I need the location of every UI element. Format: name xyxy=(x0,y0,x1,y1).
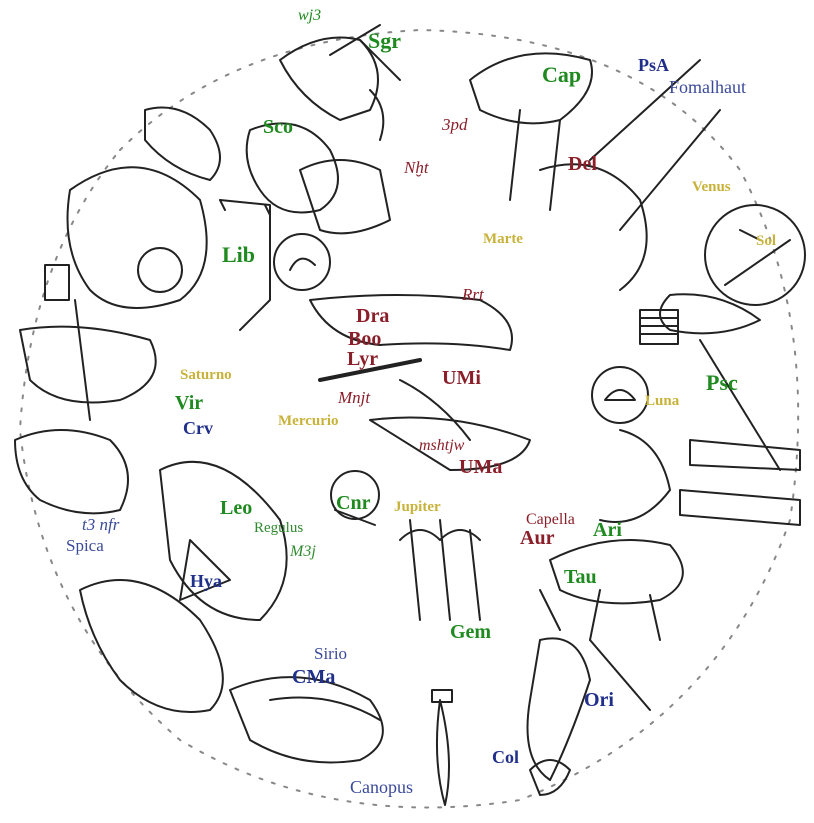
label-crv: Crv xyxy=(183,419,213,437)
label-t3nfr: t3 nfr xyxy=(82,516,119,533)
label-lyr: Lyr xyxy=(347,349,378,369)
label-marte: Marte xyxy=(483,232,523,247)
label-ari: Ari xyxy=(593,520,622,540)
label-cma: CMa xyxy=(292,667,335,687)
sun-circle xyxy=(705,205,805,305)
label-tau: Tau xyxy=(564,567,597,587)
label-cnr: Cnr xyxy=(336,493,370,513)
label-aur: Aur xyxy=(520,528,554,548)
label-mercurio: Mercurio xyxy=(278,414,339,429)
label-psa: PsA xyxy=(638,56,669,74)
label-regulus: Regulus xyxy=(254,521,303,536)
label-fomalhaut: Fomalhaut xyxy=(669,78,746,96)
label-gem: Gem xyxy=(450,622,491,642)
label-leo: Leo xyxy=(220,498,252,518)
label-uma: UMa xyxy=(459,457,502,477)
label-jupiter: Jupiter xyxy=(394,500,441,515)
label-canopus: Canopus xyxy=(350,778,413,796)
label-sco: Sco xyxy=(263,117,293,137)
label-dra: Dra xyxy=(356,306,389,326)
label-saturno: Saturno xyxy=(180,368,232,383)
label-capella: Capella xyxy=(526,512,575,528)
label-mnjt: Mnjt xyxy=(338,389,370,406)
label-col: Col xyxy=(492,748,519,766)
label-wj3: wj3 xyxy=(298,8,321,24)
fish-figure xyxy=(660,294,760,333)
label-cap: Cap xyxy=(542,64,581,86)
label-psc: Psc xyxy=(706,372,738,394)
label-spica: Spica xyxy=(66,537,104,554)
label-nht: Nḫt xyxy=(404,159,429,176)
lion-figure xyxy=(68,167,207,308)
disc-outline xyxy=(20,30,798,808)
label-vir: Vir xyxy=(175,393,203,413)
label-del: Del xyxy=(568,154,597,174)
label-lib: Lib xyxy=(222,244,255,266)
label-sgr: Sgr xyxy=(368,30,401,52)
label-ori: Ori xyxy=(584,690,614,710)
label-3pd: 3pd xyxy=(442,116,468,133)
label-sirio: Sirio xyxy=(314,645,347,662)
label-mshtiw: mshtjw xyxy=(419,438,464,454)
label-rrt: Rrt xyxy=(462,286,484,303)
label-hya: Hya xyxy=(190,572,222,590)
label-boo: Boo xyxy=(348,329,381,349)
moon-circle xyxy=(592,367,648,423)
label-venus: Venus xyxy=(692,180,731,195)
label-umi: UMi xyxy=(442,368,481,388)
label-sol: Sol xyxy=(756,234,776,249)
label-m3j: M3j xyxy=(290,544,316,560)
label-luna: Luna xyxy=(645,394,679,409)
